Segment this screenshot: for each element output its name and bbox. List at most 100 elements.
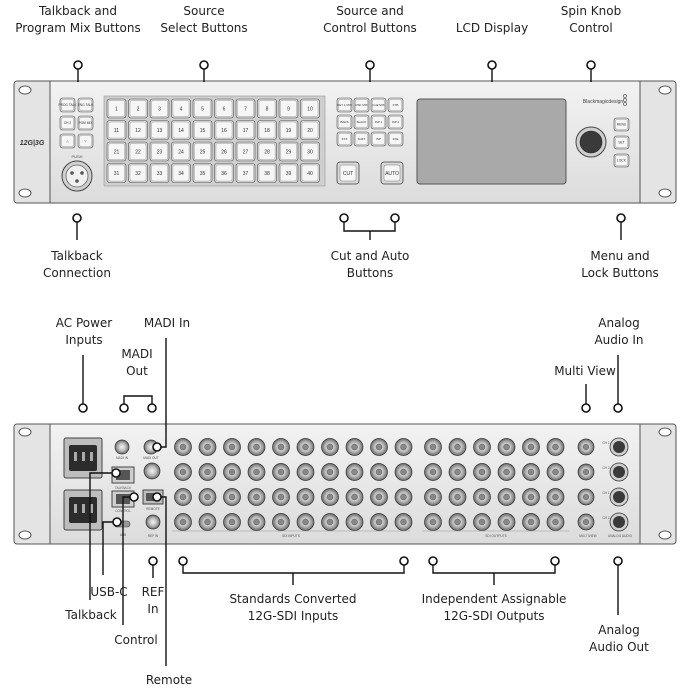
sdi-input-13[interactable] — [223, 463, 241, 481]
sdi-input-39[interactable] — [370, 513, 388, 531]
sdi-input-30[interactable] — [394, 488, 413, 506]
source-button-40[interactable]: 40 — [300, 163, 320, 183]
control-button-5[interactable]: BARS — [336, 114, 353, 130]
sdi-input-40[interactable] — [394, 513, 413, 531]
talkback-xlr-connector[interactable]: PUSH — [61, 154, 93, 192]
sdi-input-15[interactable] — [272, 463, 290, 481]
sdi-output-8[interactable] — [448, 463, 467, 481]
source-button-1[interactable]: 1 — [106, 98, 127, 119]
ac-power-input-1[interactable] — [63, 437, 103, 479]
sdi-input-29[interactable] — [370, 488, 388, 506]
source-button-19[interactable]: 19 — [278, 120, 299, 140]
source-button-22[interactable]: 22 — [128, 141, 148, 162]
control-button-9[interactable]: XXX — [336, 131, 353, 147]
analog-audio-out-1[interactable]: CH 1 — [602, 487, 629, 507]
talkback-button-3[interactable]: CH 2 — [59, 115, 76, 131]
sdi-output-19[interactable] — [424, 513, 442, 531]
source-button-29[interactable]: 29 — [278, 141, 299, 162]
source-button-28[interactable]: 28 — [257, 141, 277, 162]
talkback-button-6[interactable]: ▽ — [77, 133, 94, 149]
source-button-12[interactable]: 12 — [128, 120, 148, 140]
sdi-output-9[interactable] — [473, 463, 491, 481]
sdi-input-3[interactable] — [223, 438, 241, 456]
source-button-39[interactable]: 39 — [278, 163, 299, 183]
sdi-input-18[interactable] — [345, 463, 364, 481]
talkback-button-4[interactable]: PGM MIX — [77, 115, 94, 131]
sdi-input-23[interactable] — [223, 488, 241, 506]
sdi-output-22[interactable] — [497, 513, 516, 531]
control-button-1[interactable]: KEY 1 MIX — [336, 97, 353, 113]
multiview-output-3[interactable] — [577, 488, 595, 506]
talkback-button-2[interactable]: ENG TALK — [77, 97, 94, 113]
source-button-21[interactable]: 21 — [106, 141, 127, 162]
source-button-9[interactable]: 9 — [278, 98, 299, 119]
sdi-input-12[interactable] — [198, 463, 217, 481]
sdi-input-5[interactable] — [272, 438, 290, 456]
sdi-input-24[interactable] — [247, 488, 266, 506]
source-button-15[interactable]: 15 — [192, 120, 213, 140]
sdi-input-16[interactable] — [296, 463, 315, 481]
multiview-output-1[interactable] — [577, 438, 595, 456]
sdi-input-21[interactable] — [174, 488, 192, 506]
sdi-input-17[interactable] — [321, 463, 339, 481]
analog-audio-out-2[interactable]: CH 2 — [602, 512, 629, 532]
sdi-input-7[interactable] — [321, 438, 339, 456]
ref-in-bnc[interactable]: REF IN — [145, 514, 161, 538]
sdi-input-36[interactable] — [296, 513, 315, 531]
control-button-3[interactable]: CH2 MIX — [370, 97, 387, 113]
source-button-6[interactable]: 6 — [214, 98, 234, 119]
source-button-38[interactable]: 38 — [257, 163, 277, 183]
sdi-output-11[interactable] — [522, 463, 540, 481]
source-button-30[interactable]: 30 — [300, 141, 320, 162]
sdi-input-35[interactable] — [272, 513, 290, 531]
source-button-37[interactable]: 37 — [235, 163, 256, 183]
talkback-button-5[interactable]: △ — [59, 133, 76, 149]
sdi-output-17[interactable] — [522, 488, 540, 506]
sdi-input-26[interactable] — [296, 488, 315, 506]
cut-button[interactable]: CUT — [336, 161, 360, 185]
control-button-10[interactable]: SHFT — [353, 131, 370, 147]
source-button-8[interactable]: 8 — [257, 98, 277, 119]
sdi-input-32[interactable] — [198, 513, 217, 531]
madi-in-2-bnc[interactable] — [143, 462, 161, 480]
madi-in-bnc[interactable]: MADI IN — [114, 439, 130, 460]
source-button-24[interactable]: 24 — [171, 141, 191, 162]
sdi-output-12[interactable] — [546, 463, 565, 481]
sdi-output-24[interactable] — [546, 513, 565, 531]
source-button-17[interactable]: 17 — [235, 120, 256, 140]
source-button-18[interactable]: 18 — [257, 120, 277, 140]
sdi-input-4[interactable] — [247, 438, 266, 456]
sdi-output-16[interactable] — [497, 488, 516, 506]
source-button-11[interactable]: 11 — [106, 120, 127, 140]
sdi-output-6[interactable] — [546, 438, 565, 456]
sdi-input-14[interactable] — [247, 463, 266, 481]
source-button-36[interactable]: 36 — [214, 163, 234, 183]
lock-button[interactable]: LOCK — [613, 153, 630, 168]
source-button-25[interactable]: 25 — [192, 141, 213, 162]
source-button-5[interactable]: 5 — [192, 98, 213, 119]
source-button-4[interactable]: 4 — [171, 98, 191, 119]
source-button-33[interactable]: 33 — [149, 163, 170, 183]
sdi-output-1[interactable] — [424, 438, 442, 456]
analog-audio-in-1[interactable]: CH 1 — [602, 437, 629, 457]
sdi-input-8[interactable] — [345, 438, 364, 456]
sdi-input-31[interactable] — [174, 513, 192, 531]
control-button-12[interactable]: FXE — [387, 131, 404, 147]
control-button-4[interactable]: FTB — [387, 97, 404, 113]
source-button-23[interactable]: 23 — [149, 141, 170, 162]
sdi-output-23[interactable] — [522, 513, 540, 531]
set-button[interactable]: SET — [613, 135, 630, 150]
source-button-7[interactable]: 7 — [235, 98, 256, 119]
talkback-button-1[interactable]: PROG TALK — [59, 97, 78, 113]
sdi-output-20[interactable] — [448, 513, 467, 531]
sdi-input-25[interactable] — [272, 488, 290, 506]
sdi-input-38[interactable] — [345, 513, 364, 531]
control-button-7[interactable]: INP 1 — [370, 114, 387, 130]
sdi-output-2[interactable] — [448, 438, 467, 456]
sdi-input-11[interactable] — [174, 463, 192, 481]
sdi-input-37[interactable] — [321, 513, 339, 531]
sdi-output-21[interactable] — [473, 513, 491, 531]
source-button-20[interactable]: 20 — [300, 120, 320, 140]
source-button-35[interactable]: 35 — [192, 163, 213, 183]
source-button-10[interactable]: 10 — [300, 98, 320, 119]
